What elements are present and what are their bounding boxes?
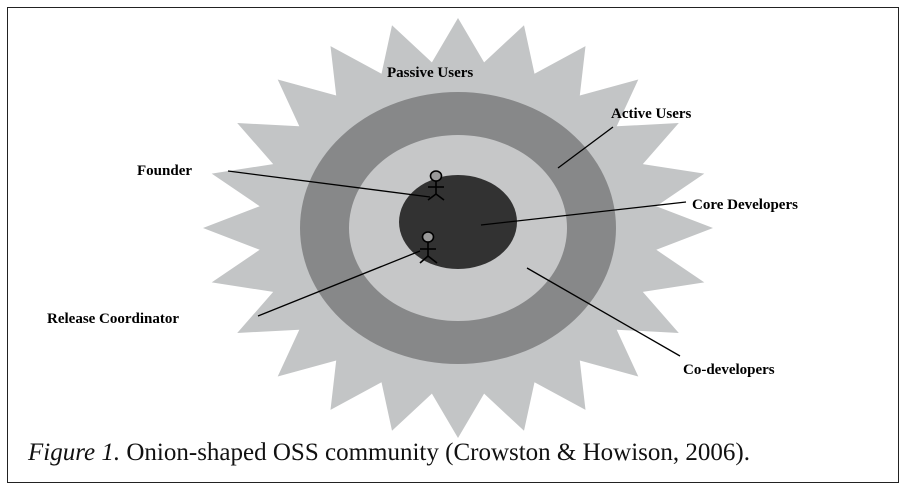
caption-text: Onion-shaped OSS community (Crowston & H… [120, 439, 750, 466]
label-founder: Founder [137, 163, 192, 179]
label-release-coordinator: Release Coordinator [47, 311, 179, 327]
active-users-leader-line [557, 126, 614, 169]
label-active-users: Active Users [611, 106, 692, 122]
core-developers-leader-line [480, 201, 687, 226]
founder-figure-icon [427, 170, 445, 201]
release-coordinator-figure-icon [419, 231, 438, 264]
figure-label: Figure 1. [28, 439, 121, 466]
figure-caption: Figure 1. Onion-shaped OSS community (Cr… [28, 439, 898, 467]
label-passive-users: Passive Users [387, 65, 473, 81]
co-developers-leader-line [526, 267, 681, 357]
core-developers-circle [399, 175, 517, 269]
founder-leader-line [227, 170, 431, 198]
label-co-developers: Co-developers [683, 362, 775, 378]
release-coordinator-leader-line [257, 250, 421, 317]
label-core-developers: Core Developers [692, 197, 798, 213]
